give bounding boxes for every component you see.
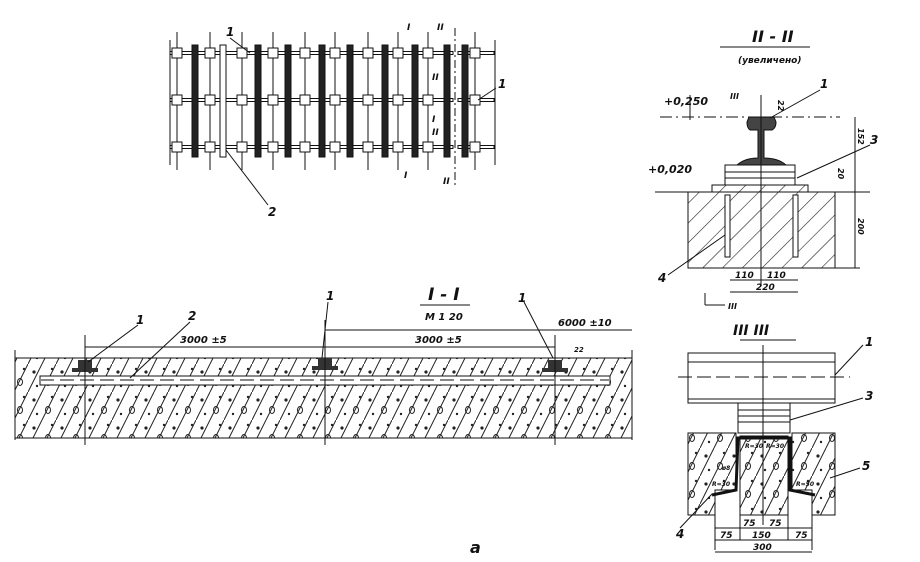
fastener — [329, 47, 341, 59]
label-4: 4 — [657, 271, 666, 285]
radius-label: R=30 — [712, 481, 730, 488]
fastener — [329, 141, 341, 153]
label-4: 4 — [675, 527, 684, 541]
section-2-subtitle: (увеличено) — [738, 56, 801, 66]
plan-section-mark: II — [443, 177, 450, 187]
plan-section-mark: II — [437, 23, 444, 33]
fastener — [469, 94, 481, 106]
section-1-1 — [14, 301, 633, 445]
fastener — [204, 47, 216, 59]
fastener — [422, 141, 434, 153]
dim-left: 3000 ±5 — [180, 335, 227, 346]
radius-label: R=30 — [766, 443, 784, 450]
fastener — [362, 47, 374, 59]
dim-half-right: 110 — [767, 271, 786, 281]
plan-section-mark: II — [432, 73, 439, 83]
plan-section-mark: I — [404, 171, 408, 181]
figure-label: а — [470, 538, 481, 557]
fastener — [299, 47, 311, 59]
plan-section-mark: I — [407, 23, 411, 33]
dim-pad: 20 — [836, 168, 845, 180]
dim-inner: 75 — [743, 519, 756, 529]
section-3-3 — [678, 339, 864, 553]
fastener — [171, 141, 183, 153]
plan-section-mark: II — [432, 128, 439, 138]
radius-label: R=50 — [796, 481, 814, 488]
dim-small: 22 — [574, 346, 584, 354]
label-5: 5 — [862, 459, 870, 473]
section-1-scale: М 1 20 — [425, 312, 463, 323]
section-3-title: III III — [733, 323, 769, 339]
fastener — [204, 141, 216, 153]
section-1-title: I - I — [428, 285, 460, 305]
dim-total: 6000 ±10 — [558, 318, 612, 329]
plan-view — [169, 28, 496, 185]
fastener — [362, 94, 374, 106]
label-1: 1 — [820, 77, 828, 91]
fastener — [422, 47, 434, 59]
dim-outer: 150 — [752, 531, 771, 541]
fastener — [392, 47, 404, 59]
label-3: 3 — [865, 389, 873, 403]
radius-label: R=30 — [745, 443, 763, 450]
plan-label-rail: 1 — [226, 25, 234, 39]
fastener — [329, 94, 341, 106]
sleeper — [443, 44, 451, 158]
plan-section-mark: I — [432, 115, 436, 125]
fastener — [171, 94, 183, 106]
fastener — [299, 94, 311, 106]
dim-total: 300 — [753, 543, 772, 553]
section-2-title: II - II — [752, 27, 794, 46]
fastener — [267, 141, 279, 153]
fastener — [392, 141, 404, 153]
fastener — [362, 141, 374, 153]
section-mark-3-bottom: III — [728, 302, 737, 311]
plan-label-rail-right: 1 — [498, 77, 506, 91]
dim-outer: 75 — [720, 531, 733, 541]
dim-outer: 75 — [795, 531, 808, 541]
fastener — [469, 47, 481, 59]
fastener — [422, 94, 434, 106]
sleeper — [191, 44, 199, 158]
elevation-top: +0,250 — [664, 95, 708, 108]
sleeper — [219, 44, 227, 158]
dim-height: 152 — [856, 128, 865, 145]
elevation-bottom: +0,020 — [648, 163, 692, 176]
fastener — [267, 47, 279, 59]
section-mark-3: III — [730, 92, 739, 101]
sleeper — [254, 44, 262, 158]
fastener — [204, 94, 216, 106]
dim-half-left: 110 — [735, 271, 754, 281]
label-1: 1 — [326, 289, 334, 303]
label-3: 3 — [870, 133, 878, 147]
dim-rail: 22 — [776, 100, 785, 112]
fastener — [236, 94, 248, 106]
dim-right: 3000 ±5 — [415, 335, 462, 346]
label-1: 1 — [136, 313, 144, 327]
fastener — [469, 141, 481, 153]
sleeper — [346, 44, 354, 158]
diameter-label: ø8 — [721, 465, 730, 472]
label-1: 1 — [518, 291, 526, 305]
fastener — [299, 141, 311, 153]
label-2: 2 — [188, 309, 196, 323]
fastener — [236, 141, 248, 153]
sleeper — [411, 44, 419, 158]
section-2-2 — [655, 46, 871, 306]
sleeper — [461, 44, 469, 158]
plan-leaders — [225, 37, 497, 206]
sleeper — [284, 44, 292, 158]
sleeper — [318, 44, 326, 158]
plan-label-sleeper: 2 — [268, 205, 276, 219]
fastener — [267, 94, 279, 106]
dim-inner: 75 — [769, 519, 782, 529]
dim-width: 220 — [756, 283, 775, 293]
fastener — [171, 47, 183, 59]
fastener — [392, 94, 404, 106]
sleeper — [381, 44, 389, 158]
fastener — [236, 47, 248, 59]
label-1: 1 — [865, 335, 873, 349]
dim-depth: 200 — [856, 218, 865, 235]
